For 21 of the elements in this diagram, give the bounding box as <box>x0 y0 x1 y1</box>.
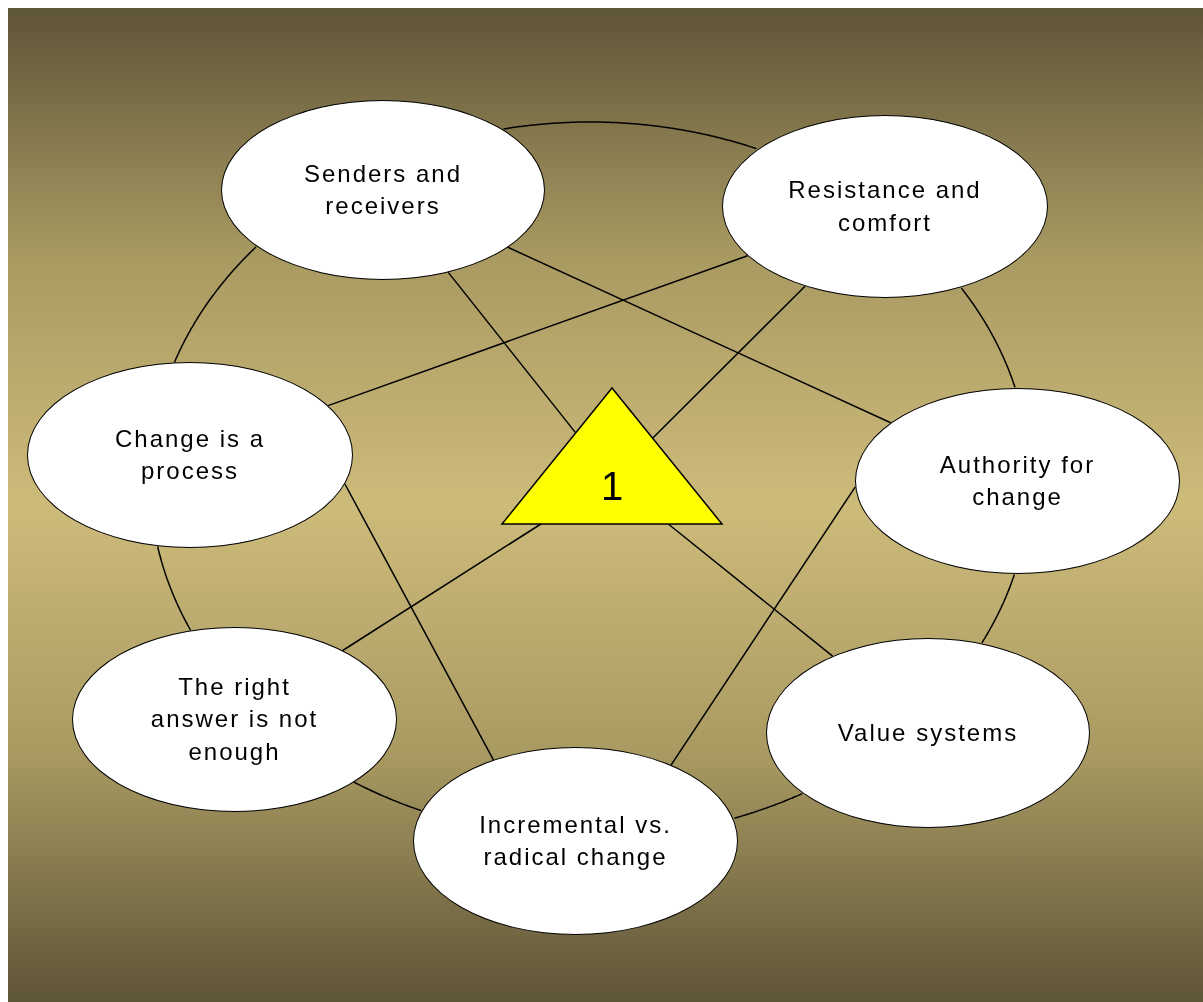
node-label: Resistance and comfort <box>787 175 983 238</box>
connector-line <box>670 486 857 766</box>
connector-line <box>651 285 806 439</box>
node-label: Change is a process <box>113 423 267 486</box>
connector-line <box>173 246 257 364</box>
connector-line <box>353 781 422 812</box>
node-label: Value systems <box>837 717 1019 748</box>
connector-line <box>502 121 758 150</box>
node-number: 1 <box>600 466 624 506</box>
node-label: The right answer is not enough <box>149 671 320 767</box>
node-label: Senders and receivers <box>302 158 464 221</box>
connector-line <box>981 573 1016 644</box>
node-label: Authority for change <box>938 449 1097 512</box>
connector-line <box>327 254 749 407</box>
connector-line <box>733 792 803 819</box>
node-label: Incremental vs. radical change <box>478 809 673 872</box>
triangle-shape <box>502 388 722 524</box>
connector-line <box>447 271 577 434</box>
connector-line <box>507 246 892 424</box>
connector-line <box>344 483 495 761</box>
connector-line <box>960 287 1016 389</box>
